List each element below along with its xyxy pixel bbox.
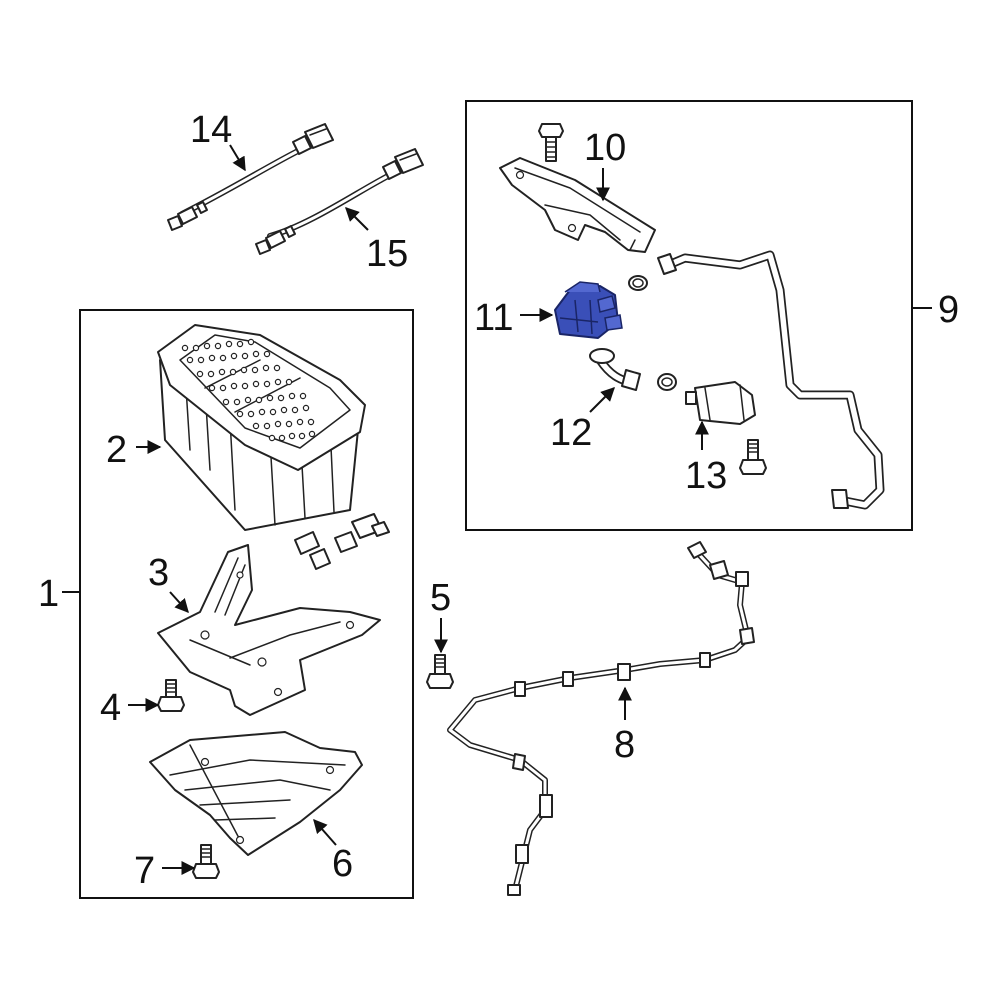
vent-hole bbox=[219, 384, 227, 392]
vent-hole bbox=[219, 354, 227, 362]
vent-hole bbox=[299, 392, 307, 400]
callout-4: 4 bbox=[100, 687, 121, 729]
vent-hole bbox=[274, 420, 282, 428]
vent-hole bbox=[288, 392, 296, 400]
canister-bracket-3[interactable] bbox=[157, 544, 381, 716]
callout-5: 5 bbox=[430, 577, 451, 619]
vent-hole bbox=[273, 364, 281, 372]
callout-9: 9 bbox=[938, 289, 959, 331]
vent-hole bbox=[181, 344, 189, 352]
vent-hole bbox=[263, 380, 271, 388]
wiring-harness-8[interactable] bbox=[447, 541, 755, 896]
vent-hole bbox=[225, 340, 233, 348]
vent-hole bbox=[252, 422, 260, 430]
vent-hole bbox=[255, 396, 263, 404]
vent-hole bbox=[218, 368, 226, 376]
callout-8: 8 bbox=[614, 724, 635, 766]
vent-hole bbox=[192, 344, 200, 352]
vent-hole bbox=[266, 394, 274, 402]
vent-hole bbox=[236, 410, 244, 418]
vent-hole bbox=[186, 356, 194, 364]
vent-hole bbox=[307, 418, 315, 426]
sensor-wire-15[interactable] bbox=[255, 148, 424, 255]
vent-hole bbox=[252, 380, 260, 388]
vent-hole bbox=[280, 406, 288, 414]
vent-hole bbox=[263, 350, 271, 358]
callout-6: 6 bbox=[332, 843, 353, 885]
vent-hole bbox=[230, 352, 238, 360]
vent-hole bbox=[269, 408, 277, 416]
vent-hole bbox=[251, 366, 259, 374]
vent-hole bbox=[197, 356, 205, 364]
vent-hole bbox=[291, 406, 299, 414]
callout-7: 7 bbox=[134, 850, 155, 892]
callout-2: 2 bbox=[106, 429, 127, 471]
vent-hole bbox=[277, 394, 285, 402]
hose-clamp-lower[interactable] bbox=[657, 373, 677, 391]
vent-hole bbox=[229, 368, 237, 376]
callout-10: 10 bbox=[584, 127, 626, 169]
purge-valve-11[interactable] bbox=[554, 281, 623, 339]
vent-hole bbox=[236, 340, 244, 348]
bracket-10[interactable] bbox=[499, 157, 656, 253]
callout-12: 12 bbox=[550, 412, 592, 454]
filter-13[interactable] bbox=[685, 381, 756, 425]
vent-hole bbox=[298, 432, 306, 440]
callout-1: 1 bbox=[38, 573, 59, 615]
vent-hole bbox=[258, 408, 266, 416]
vent-hole bbox=[241, 352, 249, 360]
vent-hole bbox=[308, 430, 316, 438]
callout-14: 14 bbox=[190, 109, 232, 151]
vent-hole bbox=[196, 370, 204, 378]
vent-hole bbox=[262, 364, 270, 372]
vent-hole bbox=[285, 378, 293, 386]
bolt-13-fastener[interactable] bbox=[739, 439, 767, 475]
vent-hole bbox=[233, 398, 241, 406]
bolt-5[interactable] bbox=[426, 654, 454, 689]
vent-hole bbox=[288, 432, 296, 440]
callout-11: 11 bbox=[474, 297, 513, 339]
vent-hole bbox=[285, 420, 293, 428]
vent-hole bbox=[247, 338, 255, 346]
vent-hole bbox=[252, 350, 260, 358]
vent-hole bbox=[244, 396, 252, 404]
leader-lines bbox=[62, 144, 932, 875]
vent-hole bbox=[230, 382, 238, 390]
callout-15: 15 bbox=[366, 233, 408, 275]
vent-hole bbox=[222, 398, 230, 406]
vent-hole bbox=[241, 382, 249, 390]
bolt-10-fastener[interactable] bbox=[538, 123, 564, 162]
vent-hole bbox=[207, 370, 215, 378]
canister-vent-holes bbox=[181, 338, 316, 442]
vent-hole bbox=[203, 342, 211, 350]
vent-hole bbox=[247, 410, 255, 418]
vent-hole bbox=[268, 434, 276, 442]
group-box-9 bbox=[465, 100, 913, 531]
vent-hole bbox=[274, 378, 282, 386]
callout-3: 3 bbox=[148, 552, 169, 594]
vent-hole bbox=[278, 434, 286, 442]
vent-hole bbox=[240, 366, 248, 374]
callout-13: 13 bbox=[685, 455, 727, 497]
vent-hole bbox=[263, 422, 271, 430]
vent-hole bbox=[302, 404, 310, 412]
vent-hole bbox=[208, 354, 216, 362]
canister-shield-6[interactable] bbox=[149, 731, 363, 856]
sensor-wire-14[interactable] bbox=[167, 123, 334, 231]
vent-hole bbox=[296, 418, 304, 426]
elbow-hose-12[interactable] bbox=[589, 348, 641, 391]
bolt-7[interactable] bbox=[192, 844, 220, 879]
vent-hole bbox=[214, 342, 222, 350]
group-box-1 bbox=[79, 309, 414, 899]
vapor-hose-9[interactable] bbox=[657, 250, 885, 510]
hose-clamp-upper[interactable] bbox=[628, 275, 648, 291]
vent-hole bbox=[208, 384, 216, 392]
bolt-4[interactable] bbox=[157, 679, 185, 712]
